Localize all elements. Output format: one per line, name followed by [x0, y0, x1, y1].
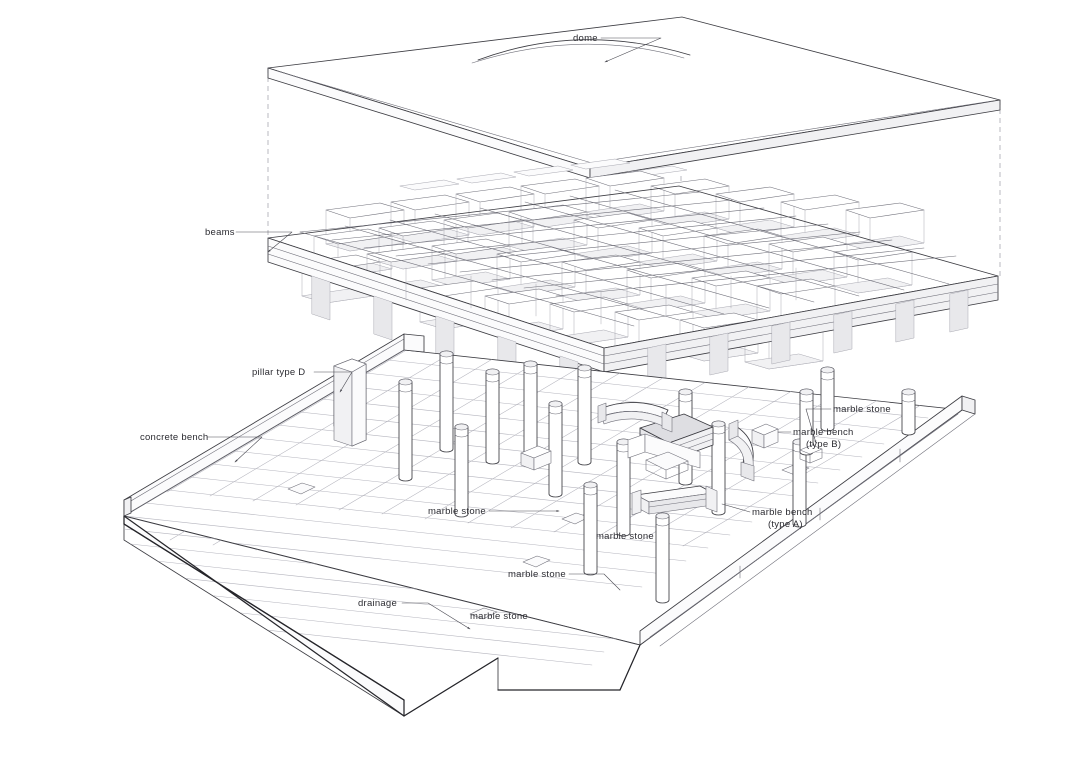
leader-drainage: [401, 602, 471, 630]
pillar-round: [485, 368, 500, 465]
pillar-round: [398, 378, 413, 482]
label-drainage-group: drainage: [358, 598, 471, 630]
label-marble-bench-a-group: marble bench (type A): [721, 503, 813, 530]
pillar-round: [799, 388, 814, 456]
pillar-round: [820, 366, 835, 432]
label-marble-stone-mid-group: marble stone: [596, 531, 654, 542]
label-drainage: drainage: [358, 598, 397, 609]
label-marble-stone-right-group: marble stone: [805, 404, 891, 444]
label-marble-bench-b-group: marble bench (type B): [777, 427, 854, 450]
label-beams-group: beams: [205, 227, 293, 253]
coffered-beam-grid: [267, 158, 999, 401]
label-marble-stone-lower: marble stone: [508, 569, 566, 580]
leader-beams: [235, 231, 293, 253]
coffer-row: [325, 170, 925, 252]
pillars: [333, 350, 916, 604]
drainage-inset: [522, 555, 551, 568]
marble-block-left: [520, 445, 552, 471]
label-concrete-bench: concrete bench: [140, 432, 208, 443]
leader-dome: [600, 37, 662, 63]
label-beams: beams: [205, 227, 235, 238]
floor-tile-grid: [124, 350, 962, 588]
floor-plinth: [123, 349, 963, 717]
dome-roof-slab: [267, 16, 1001, 179]
central-marble-stone-platform: [627, 413, 714, 480]
leader-marble-stone-lower: [568, 573, 621, 591]
label-marble-bench-b-line2: (type B): [806, 439, 841, 450]
marble-bench-type-a: [631, 485, 718, 516]
pillar-round: [548, 400, 563, 498]
label-marble-bench-a-line2: (type A): [768, 519, 803, 530]
label-marble-stone-center-left-group: marble stone: [428, 506, 560, 517]
leader-marble-bench-a: [721, 503, 751, 513]
label-marble-stone-bottom: marble stone: [470, 611, 528, 622]
label-dome-group: dome: [573, 33, 662, 63]
leader-concrete-bench: [206, 436, 263, 463]
beam-perimeter: [267, 237, 999, 373]
pillar-round: [523, 360, 538, 456]
pillar-round: [439, 350, 454, 453]
pillar-type-d: [333, 358, 367, 447]
label-marble-stone-lower-group: marble stone: [508, 569, 621, 591]
marble-bench-curved-right: [728, 419, 755, 482]
annotation-layer: dome beams pillar type D concrete bench …: [140, 33, 891, 630]
label-pillar-type-d-group: pillar type D: [252, 367, 353, 393]
label-concrete-bench-group: concrete bench: [140, 432, 263, 463]
drainage-inset: [469, 607, 498, 620]
pillar-round: [577, 364, 592, 466]
marble-benches: [520, 402, 823, 516]
label-marble-stone-center-left: marble stone: [428, 506, 486, 517]
explosion-guide-lines: [267, 68, 1001, 276]
label-marble-bench-a-line1: marble bench: [752, 507, 813, 518]
pillar-round: [454, 423, 469, 518]
label-marble-stone-right: marble stone: [833, 404, 891, 415]
drainage-inset: [287, 482, 316, 495]
pillar-round: [655, 512, 670, 604]
leader-marble-stone-right: [805, 408, 832, 444]
label-marble-bench-b-line1: marble bench: [793, 427, 854, 438]
pillar-round: [583, 481, 598, 576]
marble-stone-near-rail: [799, 444, 823, 464]
pillar-round: [792, 438, 807, 528]
label-pillar-type-d: pillar type D: [252, 367, 305, 378]
label-marble-stone-bottom-group: marble stone: [470, 611, 528, 622]
marble-bench-curved-top: [597, 402, 673, 433]
pillar-round: [901, 388, 916, 436]
leader-pillar-type-d: [313, 371, 353, 393]
label-dome: dome: [573, 33, 598, 44]
label-marble-stone-mid: marble stone: [596, 531, 654, 542]
marble-bench-type-b: [751, 423, 779, 449]
